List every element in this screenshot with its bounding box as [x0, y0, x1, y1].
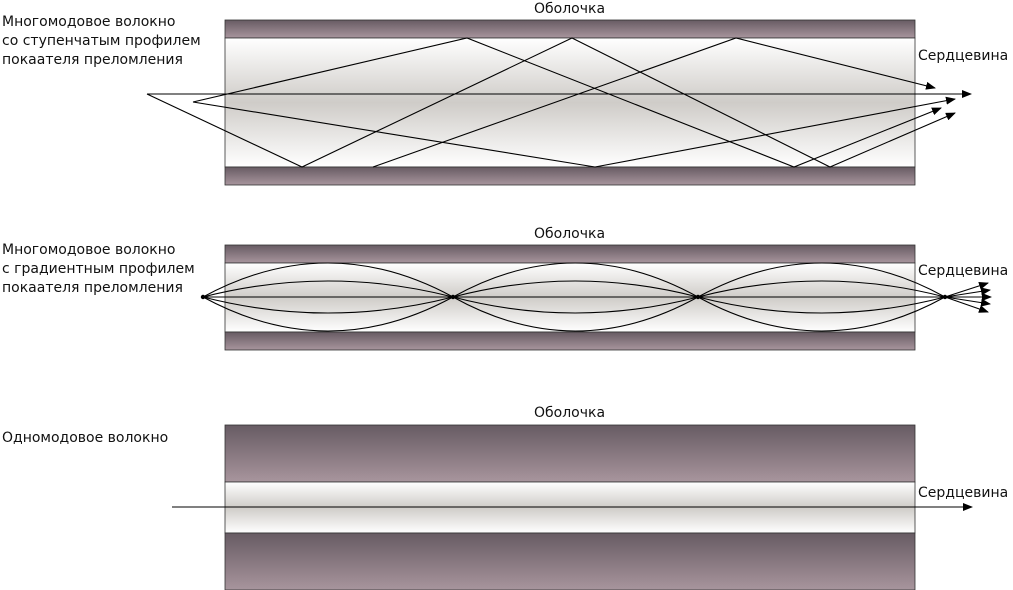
inner-upper-ray [202, 280, 946, 298]
core-label: Сердцевина [918, 263, 1009, 279]
step-index-fiber [146, 19, 972, 186]
output-rays [944, 281, 992, 313]
focus-points [200, 294, 948, 300]
title-line: покаателя преломления [2, 52, 183, 68]
core-label: Сердцевина [918, 485, 1009, 501]
title-line: со ступенчатым профилем [2, 33, 201, 49]
cladding-bottom [224, 166, 916, 186]
title-line: Многомодовое волокно [2, 242, 176, 258]
fiber-title: Одномодовое волокно [2, 429, 168, 448]
fiber-title: Многомодовое волокно с градиентным профи… [2, 241, 195, 298]
cladding-label: Оболочка [534, 1, 606, 17]
cladding-top [224, 19, 916, 39]
outer-lower-ray [202, 296, 946, 332]
cladding-label: Оболочка [534, 405, 606, 421]
title-line: Одномодовое волокно [2, 430, 169, 446]
title-line: покаателя преломления [2, 280, 183, 296]
ray-a [146, 37, 956, 168]
ray-b [192, 37, 942, 168]
title-line: с градиентным профилем [2, 261, 195, 277]
ray-d [372, 37, 936, 168]
inner-lower-ray [202, 296, 946, 314]
core-label: Сердцевина [918, 48, 1009, 64]
ray-c [192, 96, 956, 168]
single-mode-fiber [172, 424, 973, 590]
fiber-title: Многомодовое волокно со ступенчатым проф… [2, 13, 201, 70]
cladding-bottom [224, 532, 916, 590]
cladding-bottom [224, 331, 916, 351]
title-line: Многомодовое волокно [2, 14, 176, 30]
outer-upper-ray [202, 262, 946, 298]
core [224, 37, 916, 168]
cladding-top [224, 424, 916, 483]
cladding-label: Оболочка [534, 226, 606, 242]
graded-index-fiber [200, 244, 992, 351]
cladding-top [224, 244, 916, 264]
